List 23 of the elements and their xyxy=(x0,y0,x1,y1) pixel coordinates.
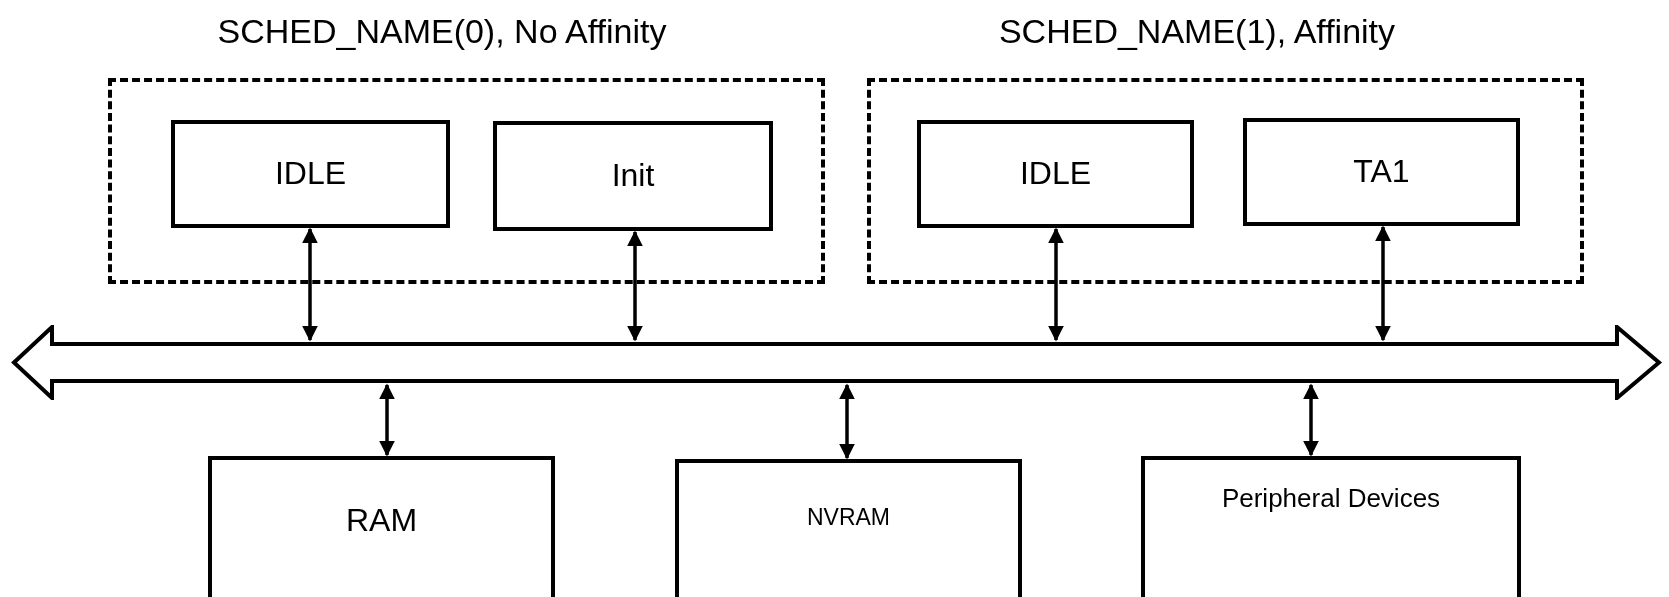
double-arrow xyxy=(1048,227,1064,342)
double-arrow xyxy=(302,227,318,342)
double-arrow xyxy=(379,383,395,457)
component-box xyxy=(493,121,773,231)
group-title: SCHED_NAME(1), Affinity xyxy=(998,12,1396,51)
component-box xyxy=(208,456,555,597)
box-label: Init xyxy=(611,156,655,196)
component-box xyxy=(1141,456,1521,597)
component-box xyxy=(171,120,450,228)
group-title: SCHED_NAME(0), No Affinity xyxy=(217,12,667,51)
component-box xyxy=(917,120,1194,228)
component-box xyxy=(675,459,1022,597)
box-label: NVRAM xyxy=(806,503,891,532)
box-label: RAM xyxy=(345,501,418,540)
box-label: Peripheral Devices xyxy=(1221,482,1441,515)
component-box xyxy=(1243,118,1520,226)
double-arrow xyxy=(839,383,855,460)
double-arrow xyxy=(627,230,643,342)
double-arrow xyxy=(1303,383,1319,457)
double-arrow xyxy=(1375,225,1391,342)
box-label: TA1 xyxy=(1353,152,1410,192)
box-label: IDLE xyxy=(274,154,347,194)
box-label: IDLE xyxy=(1019,154,1092,194)
